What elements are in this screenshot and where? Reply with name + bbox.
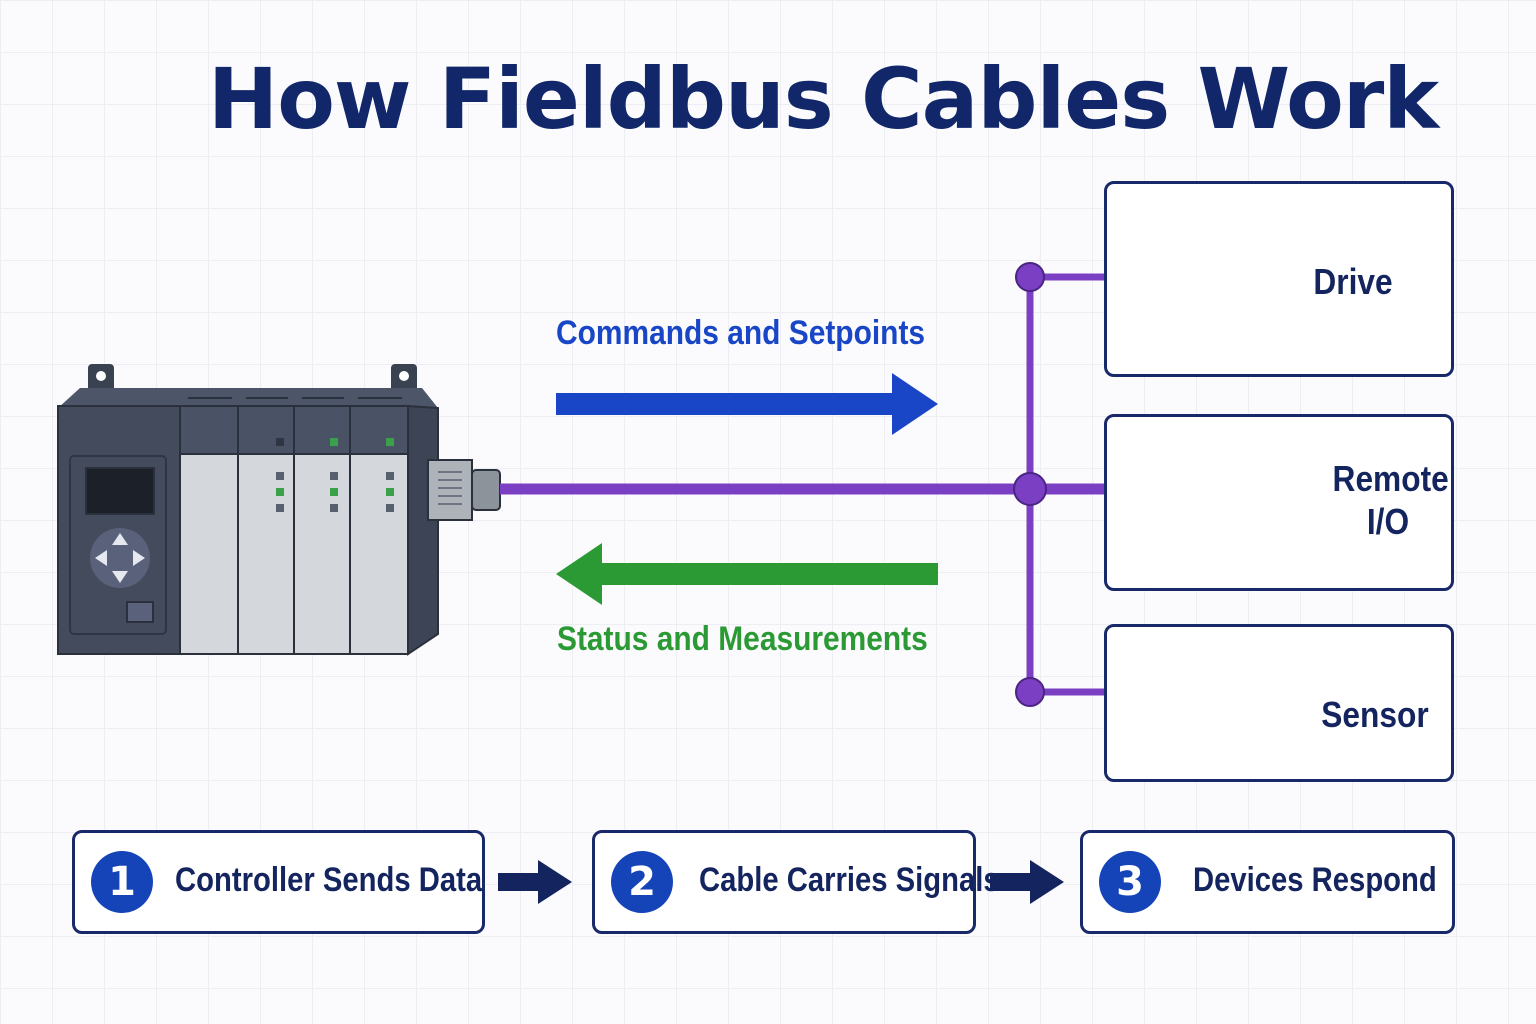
step-box-3: 3 Devices Respond [1080, 830, 1455, 934]
step-number-3: 3 [1099, 851, 1161, 913]
device-label-drive: Drive [1313, 261, 1393, 302]
device-box-remote-io: Remote I/O [1104, 414, 1454, 591]
commands-arrow [556, 373, 938, 435]
step-arrow-1 [498, 860, 572, 904]
step-number-1: 1 [91, 851, 153, 913]
step-label-2: Cable Carries Signals [699, 861, 1000, 899]
step-label-1: Controller Sends Data [175, 861, 483, 899]
step-number-2: 2 [611, 851, 673, 913]
commands-label: Commands and Setpoints [556, 314, 926, 352]
plc-controller-icon [57, 364, 501, 656]
step-arrow-2 [990, 860, 1064, 904]
status-label: Status and Measurements [557, 620, 928, 658]
step-box-2: 2 Cable Carries Signals [592, 830, 1000, 934]
device-label-remote-io: Remote I/O [1332, 457, 1449, 543]
device-label-remote-io-line2: I/O [1366, 501, 1410, 542]
fieldbus-cable [500, 262, 1104, 707]
page-title: How Fieldbus Cables Work [207, 50, 1439, 148]
status-arrow [556, 543, 938, 605]
step-box-1: 1 Controller Sends Data [72, 830, 485, 934]
device-label-sensor: Sensor [1321, 694, 1429, 735]
device-label-remote-io-line1: Remote [1332, 458, 1449, 499]
step-label-3: Devices Respond [1193, 861, 1437, 899]
device-box-sensor: Sensor [1104, 624, 1454, 782]
device-box-drive: Drive [1104, 181, 1454, 377]
